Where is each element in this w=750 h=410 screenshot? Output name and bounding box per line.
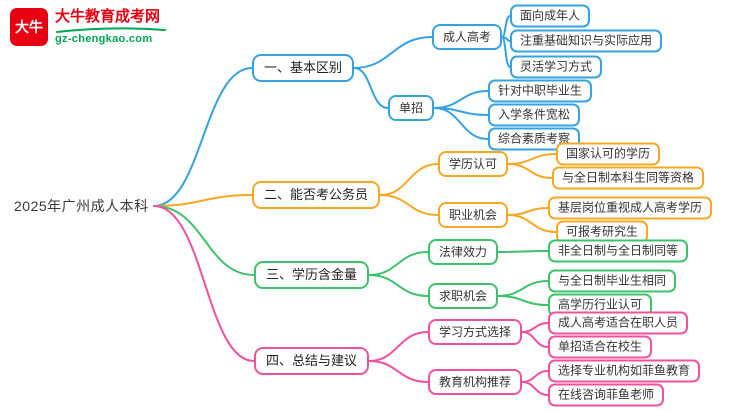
leaf-node: 在线咨询菲鱼老师 [548, 383, 665, 407]
logo-text: 大牛教育成考网 gz-chengkao.com [55, 8, 167, 46]
logo-badge-text: 大牛 [15, 19, 43, 35]
leaf-node: 入学条件宽松 [488, 103, 581, 127]
topic-node-job-opportunity: 求职机会 [428, 283, 499, 309]
topic-node-career-opportunity: 职业机会 [438, 202, 509, 228]
leaf-node: 选择专业机构如菲鱼教育 [548, 359, 701, 383]
logo: 大牛 大牛教育成考网 gz-chengkao.com [10, 8, 167, 46]
leaf-node: 基层岗位重视成人高考学历 [548, 196, 713, 220]
topic-node-study-mode: 学习方式选择 [428, 319, 523, 345]
branch-2-connectors [153, 153, 557, 233]
branch-node-basic-differences: 一、基本区别 [252, 54, 355, 82]
topic-node-degree-recognition: 学历认可 [438, 151, 509, 177]
topic-node-adult-gaokao: 成人高考 [432, 24, 503, 50]
topic-node-danzhao: 单招 [388, 95, 435, 121]
brand-domain: gz-chengkao.com [55, 33, 153, 45]
leaf-node: 与全日制本科生同等资格 [552, 166, 705, 190]
topic-node-institution: 教育机构推荐 [428, 369, 523, 395]
leaf-node: 面向成年人 [510, 4, 591, 28]
root-node: 2025年广州成人本科 [14, 196, 149, 216]
branch-node-civil-service: 二、能否考公务员 [252, 181, 381, 209]
branch-node-summary: 四、总结与建议 [254, 347, 370, 375]
leaf-node: 可报考研究生 [556, 220, 649, 244]
brand-name: 大牛教育成考网 [55, 8, 161, 25]
branch-4-connectors [153, 205, 549, 396]
leaf-node: 与全日制毕业生相同 [548, 269, 677, 293]
leaf-node: 非全日制与全日制同等 [548, 239, 689, 263]
branch-node-degree-value: 三、学历含金量 [254, 261, 370, 289]
topic-node-legal-effect: 法律效力 [428, 239, 499, 265]
leaf-node: 国家认可的学历 [556, 142, 661, 166]
bull-logo-icon: 大牛 [10, 8, 48, 46]
brand-underline-swoosh [56, 27, 166, 33]
leaf-node: 针对中职毕业生 [488, 79, 593, 103]
leaf-node: 单招适合在校生 [548, 335, 653, 359]
branch-3-connectors [153, 205, 549, 306]
branch-1-connectors [153, 15, 511, 207]
leaf-node: 成人高考适合在职人员 [548, 311, 689, 335]
leaf-node: 灵活学习方式 [510, 55, 603, 79]
leaf-node: 注重基础知识与实际应用 [510, 29, 663, 53]
